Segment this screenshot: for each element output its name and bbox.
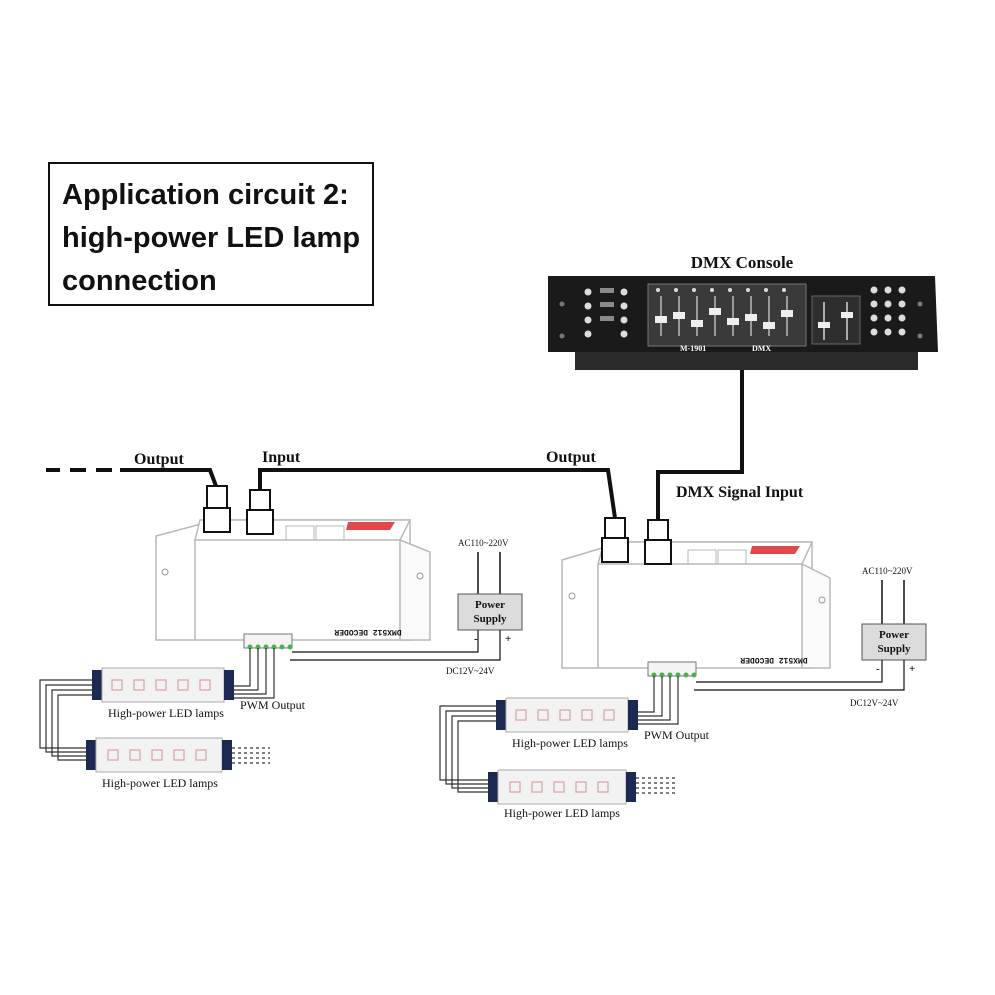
led-lamp-right-2 bbox=[488, 769, 636, 805]
ps-right-ac-label: AC110~220V bbox=[862, 566, 913, 576]
ps-left-plus: + bbox=[505, 633, 511, 645]
label-led-lamps-right-2: High-power LED lamps bbox=[504, 806, 620, 820]
connector-left-input bbox=[249, 489, 271, 511]
led-lamp-left-2 bbox=[86, 737, 232, 773]
console-model: M-1901 bbox=[680, 344, 706, 353]
dmx-cables bbox=[120, 370, 744, 520]
ps-right-dc-label: DC12V~24V bbox=[850, 698, 899, 708]
label-led-lamps-right-1: High-power LED lamps bbox=[512, 736, 628, 750]
connector-left-output bbox=[206, 485, 228, 509]
ps-right-box bbox=[861, 623, 927, 661]
decoder-left: DMX512 DECODER bbox=[155, 485, 431, 650]
decoder-right-tag bbox=[750, 546, 800, 554]
ps-right-plus: + bbox=[909, 663, 915, 675]
label-pwm-output-left: PWM Output bbox=[240, 698, 306, 712]
ps-left-line1: Power bbox=[475, 599, 505, 611]
ps-left-dc-label: DC12V~24V bbox=[446, 666, 495, 676]
decoder-left-name: DMX512 DECODER bbox=[334, 627, 401, 636]
label-input-left: Input bbox=[262, 449, 301, 466]
label-dmx-signal-input: DMX Signal Input bbox=[676, 484, 804, 501]
cable-left-input-to-right-output bbox=[258, 468, 617, 519]
connector-right-output bbox=[604, 517, 626, 539]
label-output-left: Output bbox=[134, 451, 184, 468]
console-base bbox=[575, 352, 918, 370]
ps-left-minus: - bbox=[474, 633, 478, 645]
faders bbox=[655, 288, 793, 336]
title-line-3: connection bbox=[62, 265, 217, 297]
pwm-wiring-right bbox=[439, 676, 679, 793]
console-dmx-mark: DMX bbox=[752, 344, 771, 353]
pwm-wiring-left-dashes bbox=[232, 747, 270, 764]
ps-left-box bbox=[457, 593, 523, 631]
ps-left-ac-label: AC110~220V bbox=[458, 538, 509, 548]
led-lamp-right-1 bbox=[496, 697, 638, 733]
console-left-buttons bbox=[584, 288, 628, 338]
label-led-lamps-left-1: High-power LED lamps bbox=[108, 706, 224, 720]
console-title: DMX Console bbox=[691, 253, 794, 272]
pwm-wiring-left bbox=[39, 648, 275, 761]
console-right-controls bbox=[559, 286, 923, 345]
ps-right-line2: Supply bbox=[877, 643, 911, 655]
label-output-right: Output bbox=[546, 449, 596, 466]
label-led-lamps-left-2: High-power LED lamps bbox=[102, 776, 218, 790]
power-supply-left: AC110~220V Power Supply - + DC12V~24V bbox=[290, 538, 523, 676]
title-box: Application circuit 2: high-power LED la… bbox=[48, 162, 374, 306]
led-lamp-left-1 bbox=[92, 667, 234, 703]
ps-right-minus: - bbox=[876, 663, 880, 675]
decoder-left-tag bbox=[346, 522, 395, 530]
dmx-console: DMX Console bbox=[548, 253, 938, 370]
label-pwm-output-right: PWM Output bbox=[644, 728, 710, 742]
title-line-2: high-power LED lamp bbox=[62, 222, 361, 254]
title-line-1: Application circuit 2: bbox=[62, 179, 349, 211]
cable-left-output bbox=[120, 468, 218, 487]
cable-console-to-right-input bbox=[656, 370, 744, 520]
decoder-right-name: DMX512 DECODER bbox=[740, 655, 807, 664]
ps-left-line2: Supply bbox=[473, 613, 507, 625]
ps-right-line1: Power bbox=[879, 629, 909, 641]
decoder-right: DMX512 DECODER bbox=[561, 517, 831, 678]
pwm-wiring-right-dashes bbox=[636, 777, 676, 794]
power-supply-right: AC110~220V Power Supply - + DC12V~24V bbox=[694, 566, 927, 708]
connector-right-input bbox=[647, 519, 669, 541]
